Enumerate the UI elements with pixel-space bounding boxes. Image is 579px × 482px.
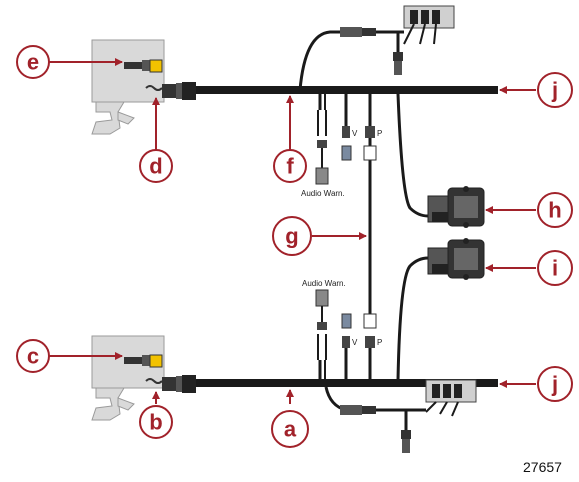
bottom-terminal-block (340, 379, 477, 453)
top-p-connector (365, 126, 375, 138)
callout-j-top-label: j (551, 78, 558, 103)
callout-c: c (16, 339, 50, 373)
top-branch-cable (298, 30, 352, 91)
callout-g: g (272, 216, 312, 256)
top-terminal-block (340, 5, 455, 75)
callout-h: h (537, 192, 573, 228)
bottom-harness-plug (145, 375, 196, 393)
top-module-cable (396, 93, 429, 218)
callout-j-bottom-label: j (551, 372, 558, 397)
top-audio-warn-drop (315, 94, 329, 185)
callout-e: e (16, 45, 50, 79)
pin-p-top-label: P (377, 129, 382, 138)
pin-p-bottom-label: P (377, 338, 382, 347)
module-h (427, 186, 485, 228)
callout-f-label: f (286, 154, 294, 179)
top-v-drop (341, 94, 352, 161)
module-i (427, 238, 485, 280)
audio-warn-bottom-label: Audio Warn. (302, 279, 346, 288)
callout-f: f (273, 149, 307, 183)
callout-j-top: j (537, 72, 573, 108)
pin-v-bottom-label: V (352, 338, 358, 347)
bottom-audio-warn-drop (315, 289, 329, 380)
callout-a: a (271, 410, 309, 448)
callout-i-label: i (552, 256, 558, 281)
callout-d-label: d (149, 154, 162, 179)
callout-h-label: h (548, 198, 561, 223)
pin-v-top-label: V (352, 129, 358, 138)
bottom-p-connector (365, 336, 375, 348)
callout-a-label: a (284, 417, 297, 442)
bottom-p-plug (363, 313, 377, 329)
top-engine-connector (124, 59, 163, 73)
top-p-plug (363, 145, 377, 161)
callout-g-label: g (285, 224, 298, 249)
callout-leaders (48, 58, 536, 404)
callout-c-label: c (27, 344, 39, 369)
bottom-engine-connector (124, 354, 163, 368)
bottom-v-drop (341, 313, 352, 380)
bottom-module-cable (396, 256, 429, 381)
callout-b-label: b (149, 410, 162, 435)
callout-d: d (139, 149, 173, 183)
callout-e-label: e (27, 50, 39, 75)
top-harness-plug (145, 82, 196, 100)
callout-i: i (537, 250, 573, 286)
callout-j-bottom: j (537, 366, 573, 402)
callout-b: b (139, 405, 173, 439)
audio-warn-top-label: Audio Warn. (301, 189, 345, 198)
figure-number: 27657 (523, 459, 562, 475)
